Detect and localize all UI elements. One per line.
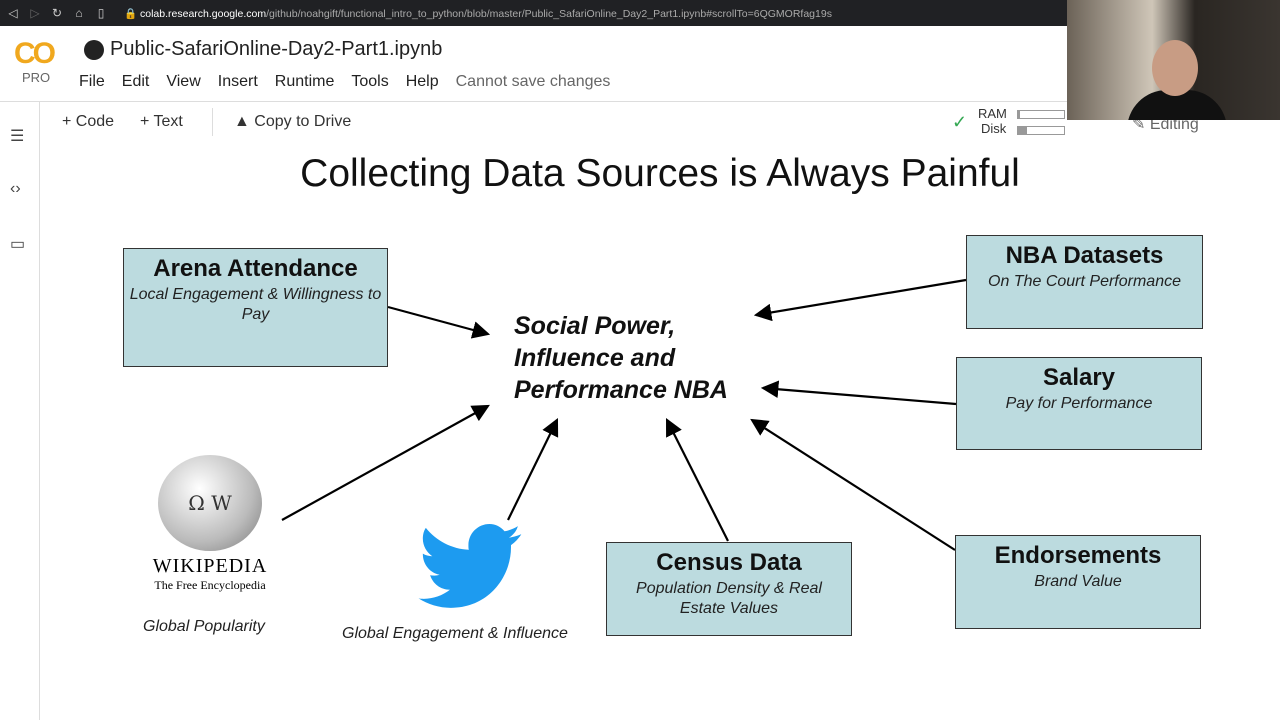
box-title: NBA Datasets [1005, 242, 1164, 269]
save-status: Cannot save changes [455, 73, 611, 90]
center-line-1: Social Power, [514, 312, 676, 340]
menu-help[interactable]: Help [405, 73, 439, 90]
ram-bar [1017, 110, 1065, 119]
resources-indicator[interactable]: RAM Disk [978, 106, 1007, 136]
url-path: /github/noahgift/functional_intro_to_pyt… [266, 7, 832, 20]
url-host: colab.research.google.com [140, 7, 267, 20]
twitter-bird-icon [418, 524, 522, 608]
twitter-caption: Global Engagement & Influence [342, 625, 568, 642]
toc-icon[interactable]: ☰ [10, 128, 25, 145]
arrow-twitter [507, 418, 559, 521]
forward-icon[interactable]: ▷ [30, 6, 40, 20]
menu-bar: File Edit View Insert Runtime Tools Help… [79, 73, 627, 91]
code-snippets-icon[interactable]: ‹› [10, 180, 21, 197]
back-icon[interactable]: ◁ [8, 6, 18, 20]
menu-tools[interactable]: Tools [351, 73, 389, 90]
notebook-title[interactable]: Public-SafariOnline-Day2-Part1.ipynb [110, 38, 443, 60]
arrow-arena [387, 305, 491, 339]
box-title: Census Data [656, 549, 802, 576]
box-subtitle: Population Density & Real Estate Values [636, 580, 822, 617]
address-bar[interactable]: 🔒 colab.research.google.com/github/noahg… [124, 7, 832, 20]
arrow-wiki [281, 404, 490, 521]
add-text-button[interactable]: + Text [140, 113, 183, 130]
wikipedia-globe-icon: Ω W [158, 455, 262, 551]
logo-text: CO [14, 37, 56, 70]
editing-label: Editing [1149, 116, 1199, 133]
menu-view[interactable]: View [166, 73, 201, 90]
center-concept: Social Power, Influence and Performance … [514, 310, 728, 406]
ram-label: RAM [978, 106, 1007, 121]
logo-sub: PRO [22, 70, 51, 85]
home-icon[interactable]: ⌂ [75, 6, 83, 20]
arrow-nba [753, 278, 967, 322]
copy-to-drive-button[interactable]: ▲ Copy to Drive [234, 113, 351, 131]
box-arena-attendance: Arena Attendance Local Engagement & Will… [123, 248, 388, 367]
box-title: Arena Attendance [153, 255, 358, 282]
drive-icon: ▲ [234, 113, 250, 130]
add-code-button[interactable]: + Code [62, 113, 115, 130]
webcam-overlay [1067, 0, 1280, 120]
box-endorsements: Endorsements Brand Value [955, 535, 1201, 629]
toolbar: + Code + Text ▲ Copy to Drive ✓ RAM Disk… [40, 102, 1280, 142]
copy-label: Copy to Drive [254, 113, 352, 130]
box-subtitle: Local Engagement & Willingness to Pay [129, 286, 382, 323]
bookmark-icon[interactable]: ▯ [97, 6, 105, 20]
center-line-3: Performance NBA [514, 376, 728, 404]
reload-icon[interactable]: ↻ [51, 6, 63, 20]
slide-title: Collecting Data Sources is Always Painfu… [300, 152, 1020, 195]
menu-file[interactable]: File [79, 73, 105, 90]
box-subtitle: On The Court Performance [988, 273, 1181, 290]
wikipedia-logo: Ω W Wikipedia The Free Encyclopedia [150, 455, 270, 593]
menu-insert[interactable]: Insert [217, 73, 258, 90]
browser-bar: ◁ ▷ ↻ ⌂ ▯ 🔒 colab.research.google.com/gi… [0, 0, 1280, 26]
disk-label: Disk [981, 121, 1007, 136]
files-icon[interactable]: ▭ [10, 236, 26, 253]
menu-runtime[interactable]: Runtime [274, 73, 335, 90]
wikipedia-wordmark: Wikipedia [152, 555, 268, 577]
box-title: Endorsements [994, 542, 1162, 569]
left-sidebar: ☰ ‹› ▭ [0, 102, 40, 720]
box-census-data: Census Data Population Density & Real Es… [606, 542, 852, 636]
box-salary: Salary Pay for Performance [956, 357, 1202, 450]
editing-mode[interactable]: ✎ Editing [1132, 116, 1199, 133]
arrow-salary [760, 380, 957, 406]
disk-bar [1017, 126, 1065, 135]
check-icon: ✓ [952, 112, 968, 132]
github-icon [84, 39, 104, 60]
divider [212, 108, 213, 136]
menu-edit[interactable]: Edit [121, 73, 150, 90]
box-subtitle: Pay for Performance [1005, 395, 1153, 412]
box-title: Salary [1042, 364, 1116, 391]
box-subtitle: Brand Value [1034, 573, 1122, 590]
wikipedia-tagline: The Free Encyclopedia [154, 578, 266, 592]
wikipedia-caption: Global Popularity [143, 618, 265, 635]
arrow-endorse [750, 418, 956, 551]
arrow-census [666, 418, 729, 542]
center-line-2: Influence and [514, 344, 676, 372]
box-nba-datasets: NBA Datasets On The Court Performance [966, 235, 1203, 329]
